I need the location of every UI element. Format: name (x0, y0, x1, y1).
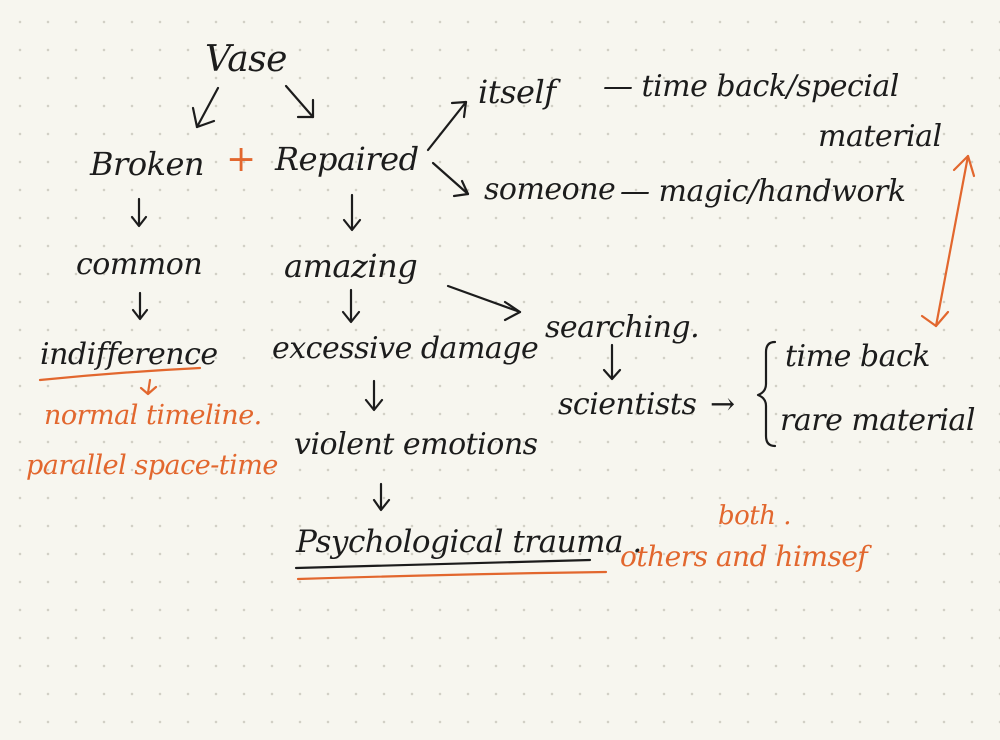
arrow-amazing-to-excessive (341, 288, 361, 324)
node-time-back: time back (785, 339, 930, 374)
arrow-amazing-to-searching (446, 284, 522, 322)
node-broken: Broken (90, 145, 205, 183)
underline-trauma (294, 558, 592, 570)
arrow-searching-to-scientists (602, 343, 622, 381)
node-repaired: Repaired (275, 140, 419, 178)
arrow-vase-to-repaired (284, 84, 315, 119)
arrow-excessive-to-violent (364, 379, 384, 412)
node-scientists: scientists (558, 387, 697, 422)
arrow-scientists-to-options: → (710, 387, 735, 422)
note-both: both . (718, 501, 792, 531)
orange-underline-trauma (296, 570, 608, 581)
note-parallel-space-time: parallel space-time (26, 450, 278, 481)
node-indifference: indifference (40, 337, 218, 372)
arrow-common-to-indifference (131, 291, 149, 321)
node-searching: searching. (545, 310, 700, 345)
node-itself: itself (478, 73, 556, 111)
arrow-indifference-to-timeline (139, 378, 158, 396)
node-vase: Vase (205, 39, 287, 80)
node-someone: someone (484, 172, 616, 207)
arrow-vase-to-broken (191, 86, 220, 129)
node-rare-material: rare material (780, 403, 975, 438)
arrow-repaired-to-itself (426, 100, 468, 152)
node-someone-detail: — magic/handwork (620, 174, 906, 209)
node-violent-emotions: violent emotions (294, 427, 538, 462)
arrow-broken-to-common (130, 197, 148, 228)
double-arrow-material-rare (920, 154, 976, 328)
node-common: common (76, 247, 203, 282)
note-normal-timeline: normal timeline. (44, 400, 262, 431)
underline-indifference (38, 366, 202, 382)
plus-sign: + (226, 139, 256, 180)
node-itself-detail: — time back/special (603, 69, 899, 104)
node-psychological-trauma: Psychological trauma . (296, 524, 642, 560)
bracket (756, 340, 777, 448)
arrow-repaired-to-amazing (342, 193, 362, 232)
node-amazing: amazing (284, 247, 418, 285)
node-excessive-damage: excessive damage (272, 331, 539, 366)
arrow-repaired-to-someone (431, 161, 470, 198)
arrow-violent-to-trauma (372, 482, 391, 512)
note-others-and-himself: others and himsef (620, 540, 868, 573)
node-itself-detail-2: material (818, 119, 942, 154)
